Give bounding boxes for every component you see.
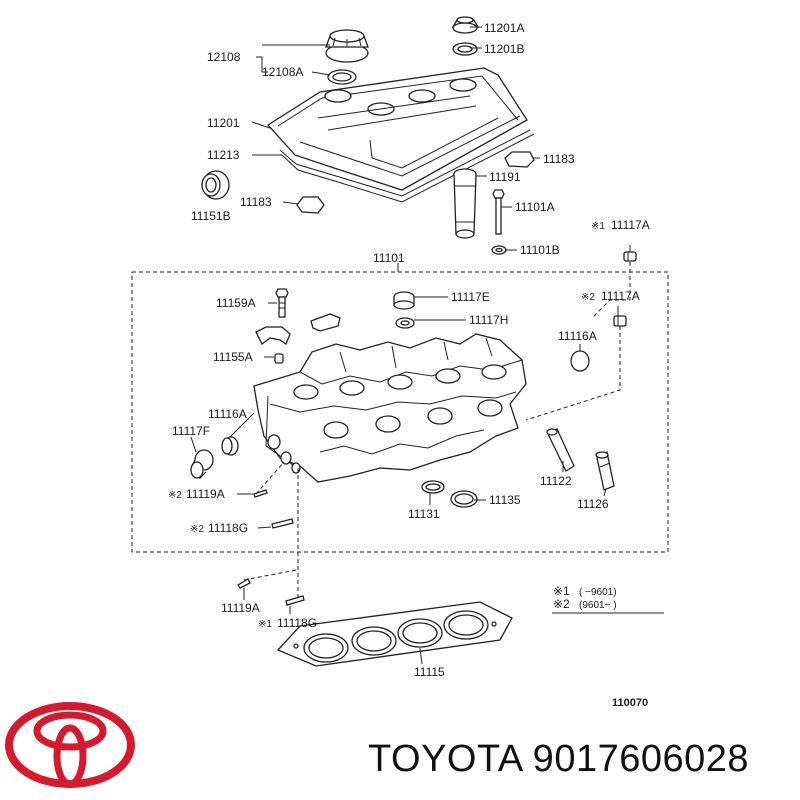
valve-guide-11126 (595, 450, 615, 491)
callout-11101B: 11101B (520, 243, 560, 257)
gasket-11201B (452, 42, 478, 56)
plug-11117A-top (623, 251, 637, 262)
cylinder-head-cover (267, 67, 528, 191)
bolt-11159A (275, 288, 289, 318)
callout-11101A: 11101A (515, 200, 555, 214)
spark-plug-tube (453, 168, 477, 239)
callout-11126: 11126 (577, 497, 609, 511)
diagram-code: 110070 (612, 697, 648, 709)
callout-11117A-top: 11117A (611, 218, 650, 232)
callout-11183: 11183 (240, 195, 272, 209)
plug-11183-right (504, 151, 535, 168)
note-mark-2-right: ※2 (581, 292, 595, 303)
callout-11191: 11191 (489, 170, 521, 184)
callout-11118G-upper: 11118G (208, 521, 248, 535)
plug-11117A-right (613, 315, 627, 327)
gasket-11135 (450, 490, 478, 508)
pin-11155A (274, 353, 284, 364)
note-mark-2-dowel: ※2 (190, 524, 204, 535)
bearing-cap (255, 313, 341, 345)
callout-11201B: 11201B (484, 42, 524, 56)
expansion-plug-right (570, 350, 590, 372)
callout-11117E: 11117E (451, 290, 490, 304)
grommet-11201A (451, 16, 480, 34)
filler-cap-gasket (327, 69, 357, 85)
production-legend: ※1 ( −9601) ※2 (9601− ) (552, 584, 664, 614)
callout-11135: 11135 (489, 493, 521, 507)
note-mark-2-pin: ※2 (168, 490, 182, 501)
expansion-plug-left (221, 436, 239, 456)
callout-11116A-left: 11116A (208, 407, 247, 421)
brand-part-number: TOYOTA 9017606028 (368, 738, 750, 780)
callout-11119A-lower: 11119A (221, 601, 260, 615)
note-mark-1-dowel: ※1 (258, 619, 272, 630)
callout-11116A-right: 11116A (558, 329, 597, 343)
callout-12108A: 12108A (262, 65, 303, 79)
callout-11159A: 11159A (216, 296, 256, 310)
callout-11117H: 11117H (469, 313, 508, 327)
cylinder-head (253, 333, 527, 483)
pin-11118G-upper (271, 518, 294, 529)
note-mark-1-top: ※1 (591, 221, 605, 232)
gasket-11131 (421, 480, 445, 494)
legend-mark-1: ※1 (553, 584, 570, 598)
plug-11183-left (296, 196, 325, 214)
callout-11201: 11201 (207, 116, 240, 130)
toyota-logo (5, 702, 135, 788)
callout-12108: 12108 (207, 50, 241, 64)
pin-11118G-lower (285, 595, 305, 606)
legend-range-2: (9601− ) (579, 600, 617, 611)
callout-11117F: 11117F (172, 424, 210, 438)
legend-range-1: ( −9601) (579, 587, 617, 598)
oil-filler-cap (325, 29, 369, 63)
callout-11118G-lower: 11118G (277, 616, 317, 630)
oil-seal (201, 170, 230, 200)
callout-11151B: 11151B (191, 209, 231, 223)
callout-11101: 11101 (373, 251, 405, 265)
pin-11119A-lower (237, 578, 251, 589)
head-cover-gasket (279, 129, 535, 203)
callout-11213: 11213 (207, 148, 240, 162)
head-bolt (492, 189, 505, 235)
cylinder-head-assembly-boundary (131, 271, 669, 553)
callout-11155A: 11155A (213, 350, 253, 364)
valve-guide-11122 (546, 428, 575, 472)
callout-11201A: 11201A (484, 21, 524, 35)
legend-mark-2: ※2 (553, 597, 570, 611)
callout-11115: 11115 (414, 665, 445, 679)
head-gasket (276, 601, 513, 667)
leader-lines (190, 26, 631, 665)
plug-11117F (190, 449, 214, 479)
callout-11131: 11131 (408, 507, 440, 521)
callout-11183-top: 11183 (543, 152, 575, 166)
pin-11119A-upper (253, 489, 268, 498)
plug-11117E (393, 291, 415, 310)
callout-11117A-right: 11117A (601, 289, 640, 303)
callout-11119A-upper: 11119A (186, 487, 225, 501)
gasket-11117H (395, 317, 415, 329)
callout-11122: 11122 (540, 474, 572, 488)
bolt-washer (491, 245, 507, 255)
